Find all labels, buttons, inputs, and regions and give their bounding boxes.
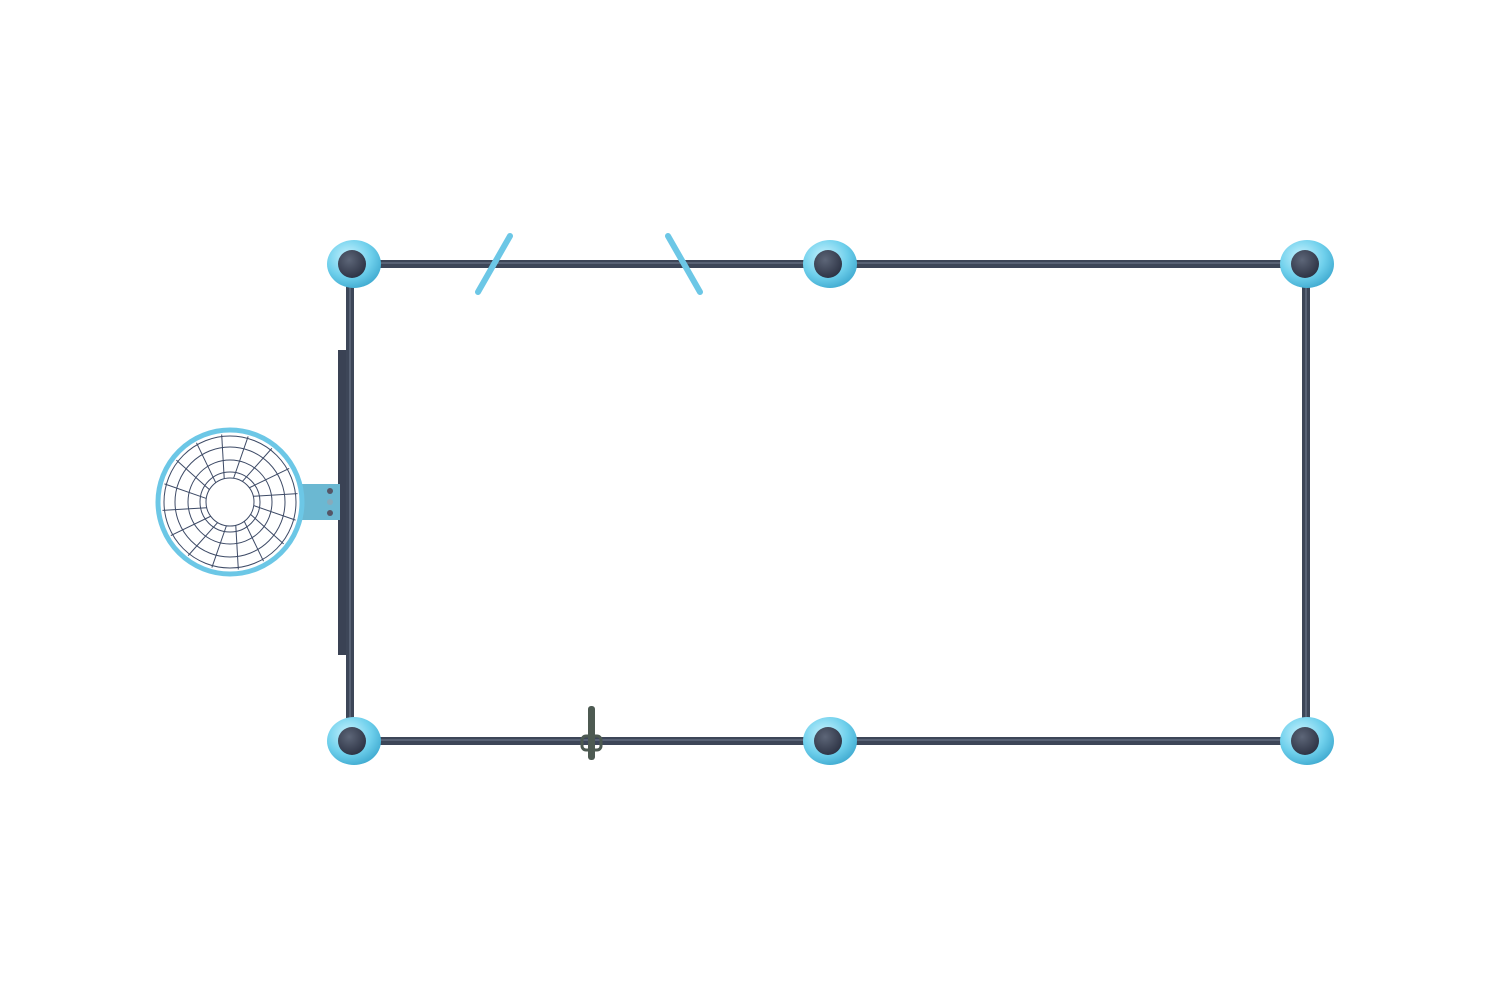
frame-posts [327,240,1334,765]
net-strand [164,483,207,499]
bolt-icon [327,499,333,505]
swing-clamp [580,706,603,760]
net-strand [253,505,296,521]
net-ring [163,435,297,569]
post-top [1291,250,1319,278]
post-top [338,250,366,278]
post [1280,240,1334,288]
post [803,240,857,288]
net-strand [235,525,239,570]
net-strand [242,448,273,482]
net-strand [250,514,284,545]
basketball-hoop [155,427,305,577]
net-ring [205,477,255,527]
net-strand [162,507,207,511]
net-strand [211,525,227,568]
rung [475,233,513,295]
net-ring [199,471,261,533]
net-strand [221,434,225,479]
backboard [302,350,346,655]
post [1280,717,1334,765]
net-strand [249,468,290,489]
net-ring [187,459,273,545]
rung [665,233,703,295]
post [327,717,381,765]
ladder-rungs [475,233,703,295]
post-top [814,727,842,755]
net-strand [196,442,217,483]
post-top [338,727,366,755]
net-strand [253,493,298,497]
hoop-bracket [302,484,340,520]
post-top [1291,727,1319,755]
frame-beams [346,260,1310,745]
net-strand [187,522,218,556]
post [327,240,381,288]
post [803,717,857,765]
net-strand [233,436,249,479]
bolt-icon [327,488,333,494]
net-ring [174,446,286,558]
hoop-ring [155,427,305,577]
net-strand [170,515,211,536]
net-strand [243,521,264,562]
bolt-icon [327,510,333,516]
net-strand [176,459,210,490]
post-top [814,250,842,278]
